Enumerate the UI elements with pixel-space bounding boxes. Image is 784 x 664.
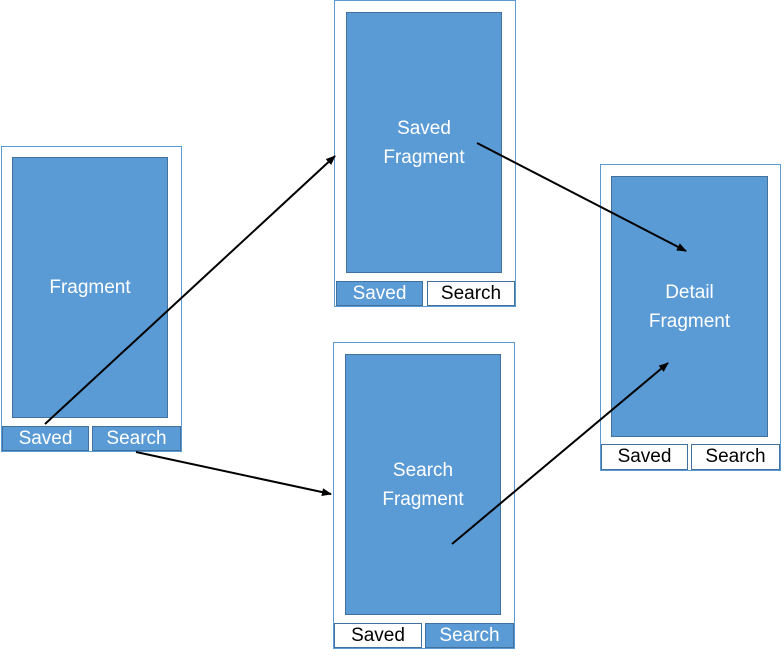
search-fragment-panel: Search Fragment [345,354,501,615]
arrow-saved-fragment-to-detail [476,142,687,252]
tab-saved[interactable]: Saved [334,623,422,648]
arrow-search-tab-to-search-screen [135,451,332,497]
arrow-search-fragment-to-detail [451,362,669,545]
tab-search[interactable]: Search [691,444,780,470]
saved-fragment-panel: Saved Fragment [346,12,502,273]
tab-saved[interactable]: Saved [336,281,423,306]
tab-saved[interactable]: Saved [2,426,89,451]
tab-saved[interactable]: Saved [601,444,688,470]
tab-search[interactable]: Search [425,623,514,648]
tab-search[interactable]: Search [92,426,181,451]
arrow-saved-tab-to-saved-screen [44,155,336,425]
detail-fragment-panel: Detail Fragment [611,176,768,437]
tab-search[interactable]: Search [427,281,515,306]
fragment-panel: Fragment [12,157,168,418]
